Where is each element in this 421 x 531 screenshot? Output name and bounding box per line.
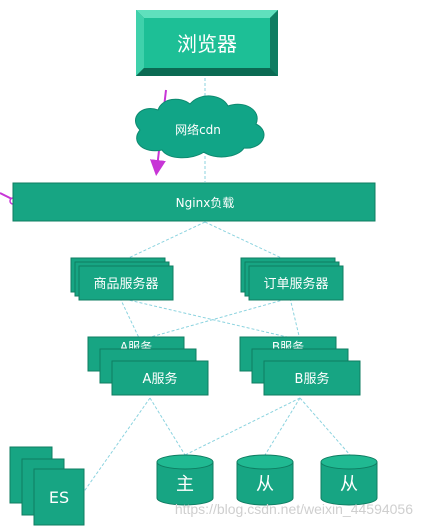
order-server-node: 订单服务器 (240, 257, 344, 301)
nginx-label: Nginx负载 (176, 196, 235, 210)
db-slave-1-node: 从 (236, 454, 294, 506)
order-server-label: 订单服务器 (263, 276, 328, 292)
product-server-node: 商品服务器 (70, 257, 174, 301)
db-slave-2-node: 从 (320, 454, 378, 506)
es-node: ES (9, 446, 85, 526)
product-server-label: 商品服务器 (93, 276, 158, 292)
nginx-node: Nginx负载 (12, 182, 376, 222)
db-master-label: 主 (176, 474, 194, 495)
a-service-label: A服务 (143, 371, 178, 387)
cdn-cloud: 网络cdn (135, 95, 265, 159)
browser-label: 浏览器 (177, 32, 237, 56)
es-label: ES (49, 488, 69, 507)
watermark: https://blog.csdn.net/weixin_44594056 (174, 501, 413, 517)
db-slave-2-label: 从 (340, 474, 358, 495)
b-service-label: B服务 (295, 371, 330, 387)
a-service-node: A服务 A服务 (87, 336, 209, 396)
cdn-label: 网络cdn (175, 122, 221, 137)
db-slave-1-label: 从 (256, 474, 274, 495)
db-master-node: 主 (156, 454, 214, 506)
b-service-node: B服务 B服务 (239, 336, 361, 396)
browser-node: 浏览器 (136, 10, 278, 76)
connector-lines (77, 78, 351, 501)
